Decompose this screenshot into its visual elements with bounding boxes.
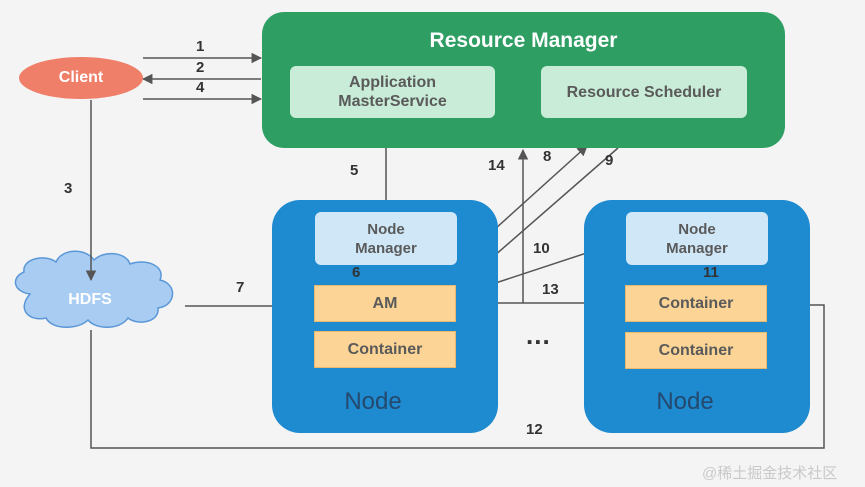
arrow-label-11: 11 [703,264,719,281]
arrow-label-3: 3 [64,180,73,197]
arrow-label-12: 12 [526,421,543,438]
arrow-label-8: 8 [543,148,552,165]
resource-scheduler-box: Resource Scheduler [541,66,747,118]
hdfs-cloud [14,250,174,328]
resource-manager-title: Resource Manager [429,29,618,52]
hdfs-label: HDFS [68,291,112,308]
node-left-label: Node [344,388,402,415]
arrow-label-5: 5 [350,162,359,179]
container-right-1: Container [625,285,767,322]
watermark: @稀土掘金技术社区 [702,465,838,482]
container-left: Container [314,331,456,368]
arrow-label-14: 14 [488,157,505,174]
node-manager-left: Node Manager [315,212,457,265]
arrow-label-2: 2 [196,59,205,76]
arrow-label-6: 6 [352,264,361,281]
more-nodes-ellipsis: ... [526,320,551,350]
application-master-service-box: Application MasterService [290,66,495,118]
container-right-2: Container [625,332,767,369]
arrow-label-9: 9 [605,152,614,169]
am-box: AM [314,285,456,322]
node-right-label: Node [656,388,714,415]
arrow-label-4: 4 [196,79,205,96]
arrow-label-1: 1 [196,38,205,55]
arrow-label-10: 10 [533,240,550,257]
client-node: Client [19,57,143,99]
node-manager-right: Node Manager [626,212,768,265]
arrow-label-7: 7 [236,279,245,296]
arrow-label-13: 13 [542,281,559,298]
